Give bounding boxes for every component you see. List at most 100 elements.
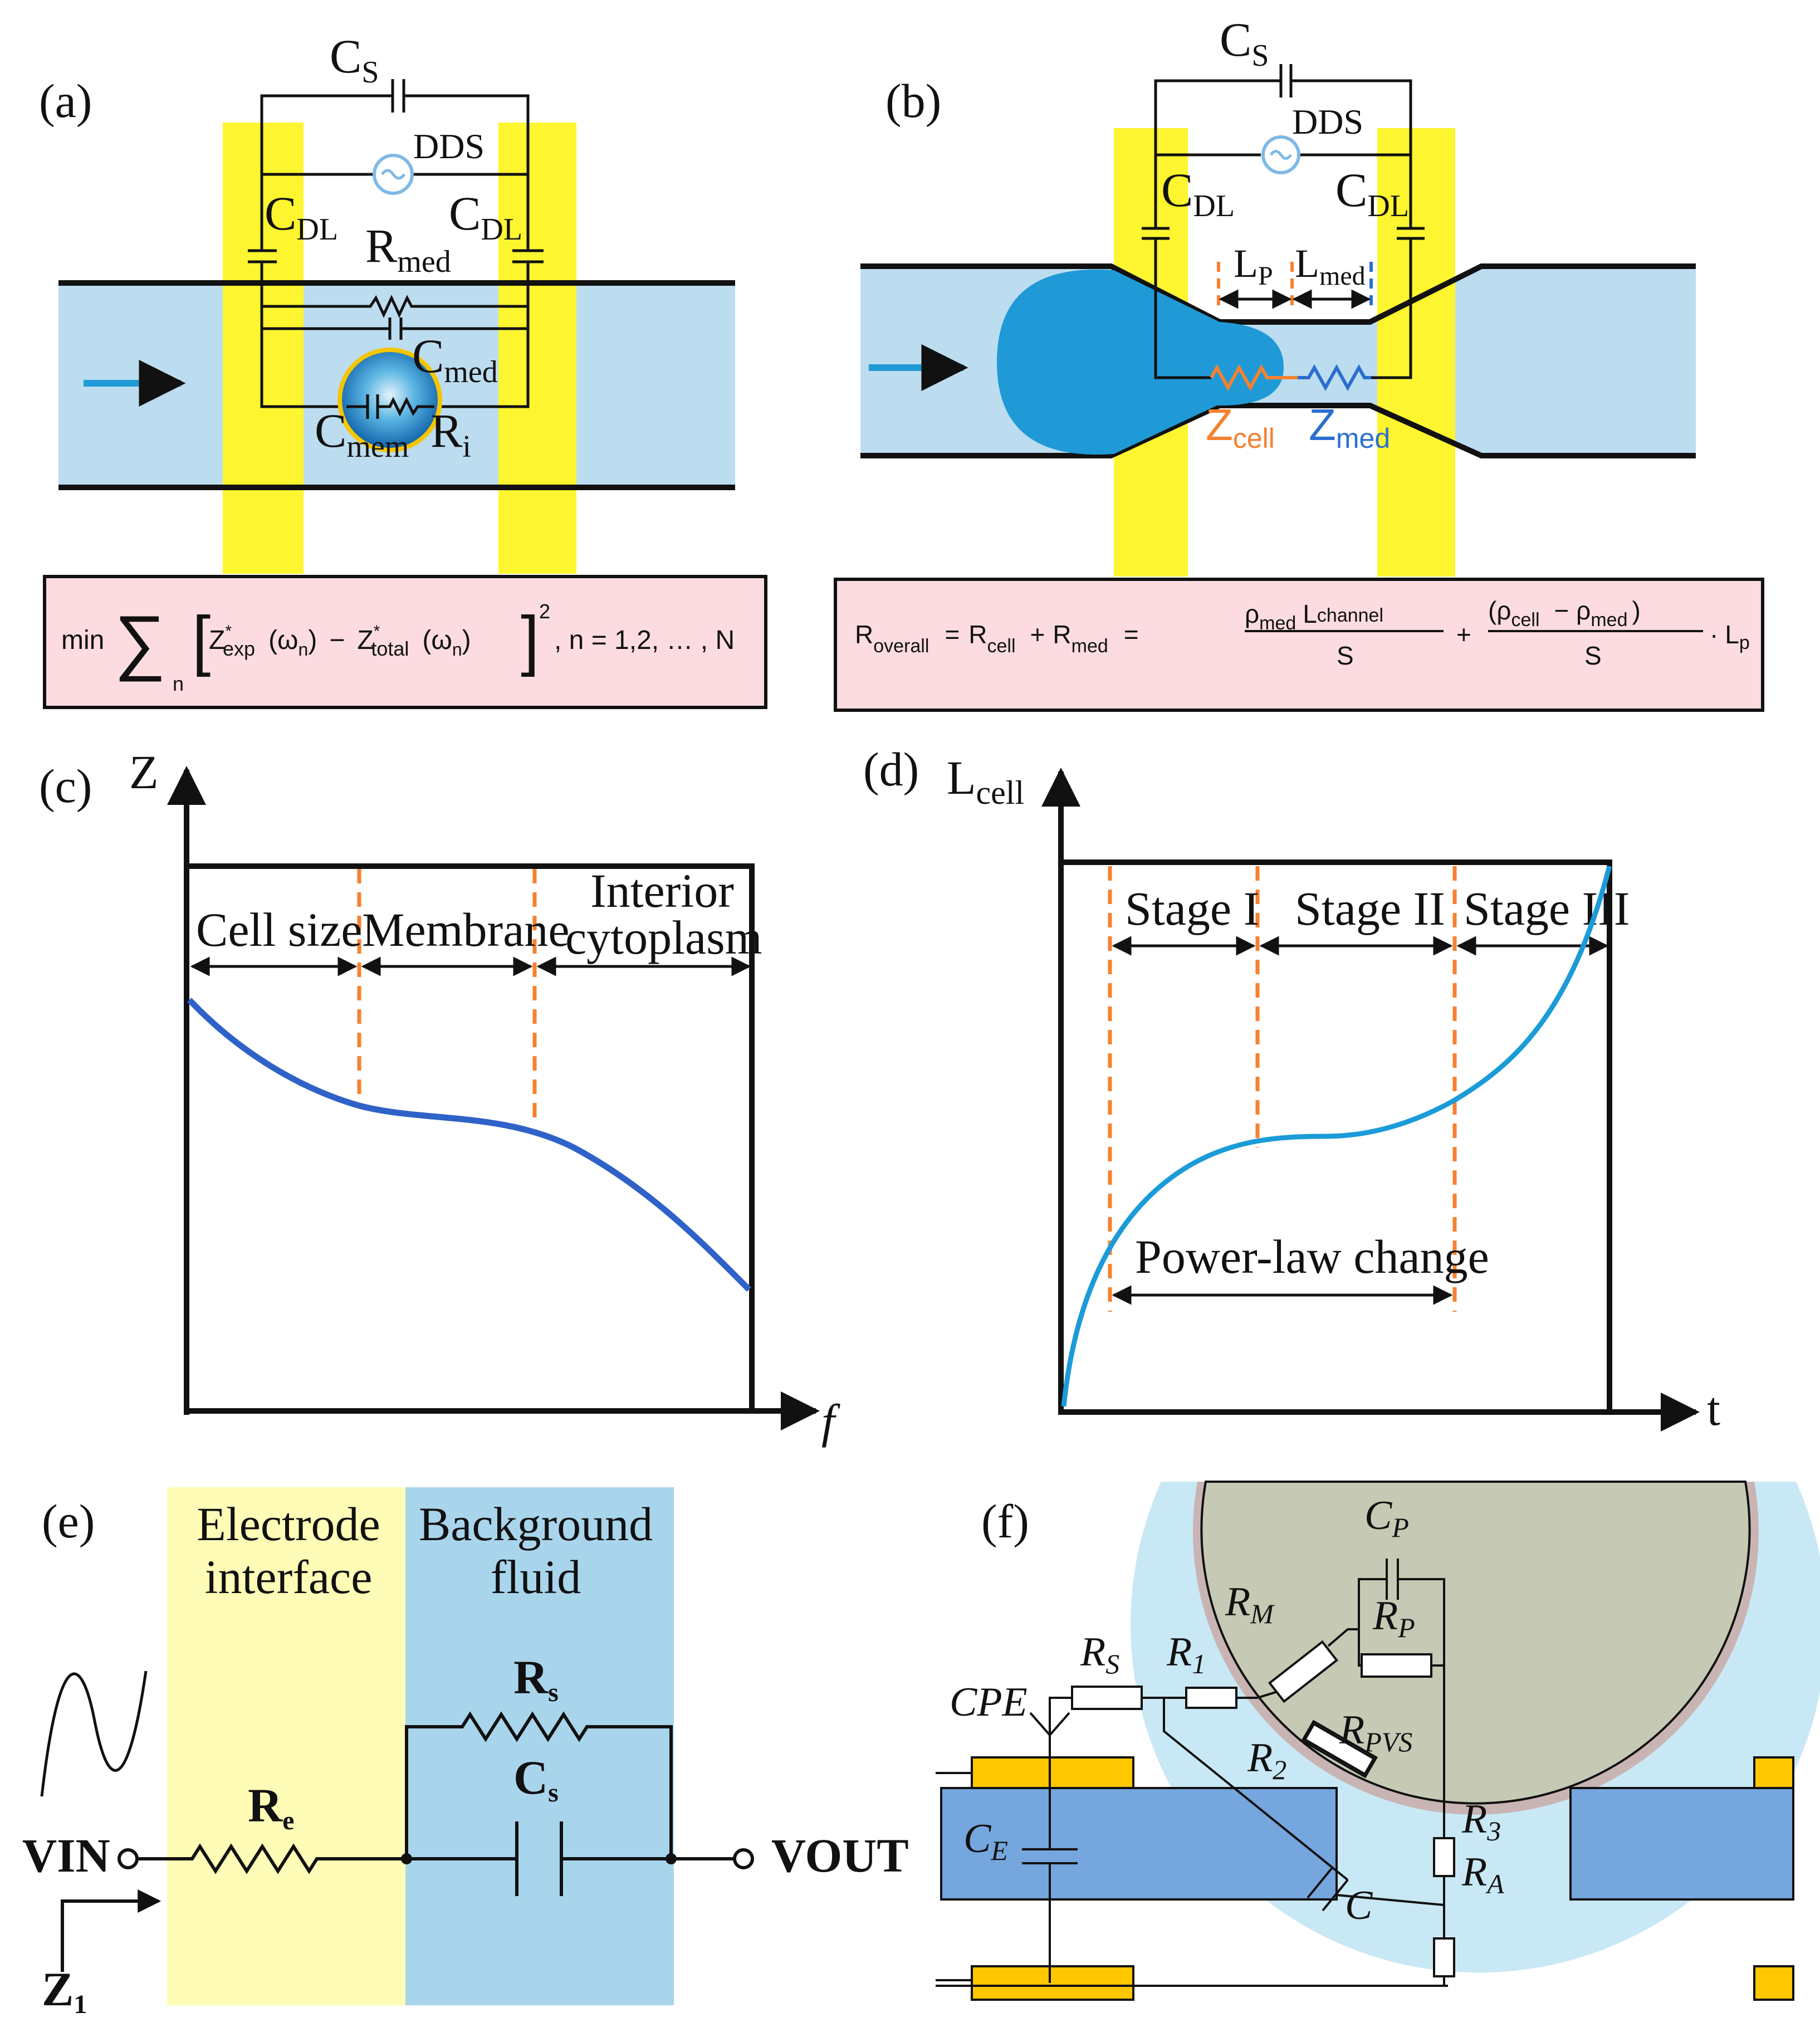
region-label-cytoplasm: cytoplasm xyxy=(565,911,762,964)
vin-label: VIN xyxy=(22,1829,110,1882)
panel-e-label: (e) xyxy=(42,1494,95,1548)
panel-a-label: (a) xyxy=(39,74,92,128)
panel-e: (e) Electrode interface Background fluid… xyxy=(22,1487,909,2019)
label-cdl-right-a: CDL xyxy=(449,187,522,247)
stage-label-2: Stage II xyxy=(1295,882,1445,935)
channel-wall-top-b xyxy=(860,263,1696,325)
svg-text:∑: ∑ xyxy=(114,600,166,682)
sine-input-icon xyxy=(40,1671,148,1797)
label-c-f: C xyxy=(1345,1883,1373,1928)
background-fluid-label-2: fluid xyxy=(491,1550,581,1604)
region-label-interior: Interior xyxy=(590,864,734,917)
panel-b: (b) CS DDS CDL CDL L xyxy=(834,13,1764,712)
substrate-right-f xyxy=(1569,1787,1794,1901)
label-dds-b: DDS xyxy=(1292,102,1363,141)
cell-circuit-a xyxy=(346,394,434,419)
label-cs-a: CS xyxy=(330,30,379,90)
electrode-interface-label-2: interface xyxy=(205,1550,373,1604)
y-axis-label-d: Lcell xyxy=(947,751,1024,811)
electrode-top-left-f xyxy=(971,1756,1134,1789)
panel-f: (f) xyxy=(936,1481,1820,2001)
impedance-curve-c xyxy=(187,998,751,1292)
svg-text:Z*exp(ωn)−Z*total(ωn): Z*exp(ωn)−Z*total(ωn) xyxy=(209,622,471,660)
label-cpe-f: CPE xyxy=(950,1679,1028,1725)
x-axis-label-c: f xyxy=(821,1394,840,1448)
label-cs-b: CS xyxy=(1220,13,1269,73)
svg-text:+: + xyxy=(1456,620,1471,649)
label-cmed-a: Cmed xyxy=(412,329,498,389)
label-r3-f: R3 xyxy=(1461,1796,1501,1847)
label-ri-a: Ri xyxy=(430,404,471,464)
electrode-right-b xyxy=(1377,128,1455,577)
formula-box-b xyxy=(834,578,1764,712)
label-cmem-a: Cmem xyxy=(315,404,409,464)
y-axis-label-c: Z xyxy=(129,745,159,799)
label-cdl-right-b: CDL xyxy=(1335,163,1409,223)
electrode-bottom-right-f xyxy=(1753,1965,1794,2001)
region-label-cell-size: Cell size xyxy=(196,903,363,956)
circuit-e xyxy=(61,1711,735,1972)
label-rm-f: RM xyxy=(1225,1579,1275,1629)
svg-text:S: S xyxy=(1337,641,1354,670)
label-lmed-b: Lmed xyxy=(1295,241,1366,291)
label-cs-e: Cs xyxy=(513,1751,559,1808)
label-rs-f: RS xyxy=(1080,1629,1119,1679)
label-r1-f: R1 xyxy=(1166,1629,1206,1679)
svg-text:min: min xyxy=(61,626,104,655)
panel-c-label: (c) xyxy=(39,759,92,813)
label-dds-a: DDS xyxy=(413,126,485,166)
node-right-e xyxy=(666,1853,677,1864)
panel-d-label: (d) xyxy=(863,743,919,796)
substrate-left-f xyxy=(940,1787,1338,1901)
circuit-a xyxy=(248,79,544,408)
label-rmed-a: Rmed xyxy=(365,219,451,279)
label-zmed-b: Zmed xyxy=(1309,400,1390,454)
vout-label: VOUT xyxy=(771,1829,909,1882)
svg-text:·Lp: ·Lp xyxy=(1710,620,1750,653)
channel-wall-bottom-b xyxy=(860,403,1696,458)
label-rs-e: Rs xyxy=(513,1650,559,1707)
x-axis-label-d: t xyxy=(1707,1382,1720,1435)
vin-terminal xyxy=(118,1848,139,1869)
svg-text:Roverall=Rcell+Rmed=: Roverall=Rcell+Rmed= xyxy=(855,620,1139,657)
plot-frame-d xyxy=(1058,859,1612,1415)
sine-wave-icon-a xyxy=(380,169,406,180)
svg-text:(ρcell− ρmed): (ρcell− ρmed) xyxy=(1488,596,1641,631)
vout-terminal xyxy=(733,1848,754,1869)
node-left-e xyxy=(401,1853,412,1864)
label-cdl-left-a: CDL xyxy=(265,187,338,247)
electrode-interface-region xyxy=(167,1487,405,2005)
label-lp-b: LP xyxy=(1234,241,1273,291)
panel-f-label: (f) xyxy=(981,1494,1029,1548)
sine-wave-icon-b xyxy=(1269,150,1293,160)
panel-b-label: (b) xyxy=(885,74,941,128)
cell-body-f xyxy=(1200,1481,1751,1805)
label-r2-f: R2 xyxy=(1247,1735,1286,1785)
zcell-resistor-b xyxy=(1210,364,1298,392)
electrode-top-right-f xyxy=(1753,1756,1794,1789)
region-label-membrane: Membrane xyxy=(362,903,570,956)
plot-frame-c xyxy=(184,863,755,1414)
electrode-right-a xyxy=(498,123,576,574)
label-zcell-b: Zcell xyxy=(1206,400,1275,454)
stage-label-1: Stage I xyxy=(1125,882,1259,935)
svg-text:]: ] xyxy=(521,603,539,677)
label-ra-f: RA xyxy=(1461,1849,1504,1899)
circuit-f xyxy=(936,1559,1455,1987)
label-rp-f: RP xyxy=(1372,1593,1415,1643)
label-cdl-left-b: CDL xyxy=(1161,163,1235,223)
circuit-b xyxy=(1142,64,1425,379)
formula-a: min ∑ n [ Z*exp(ωn)−Z*total(ωn) ] 2 , n … xyxy=(61,600,735,695)
panel-a: (a) C xyxy=(39,30,767,709)
svg-text:n: n xyxy=(173,672,184,695)
svg-text:[: [ xyxy=(192,603,211,677)
panel-d: (d) Lcell t Stage I Stage II Stage III P… xyxy=(863,743,1720,1435)
electrode-bottom-left-f xyxy=(971,1965,1134,2001)
label-rpvs-f: RPVS xyxy=(1339,1707,1412,1757)
zmed-resistor-b xyxy=(1298,364,1371,392)
svg-text:2: 2 xyxy=(539,600,550,623)
power-law-label: Power-law change xyxy=(1135,1230,1489,1283)
